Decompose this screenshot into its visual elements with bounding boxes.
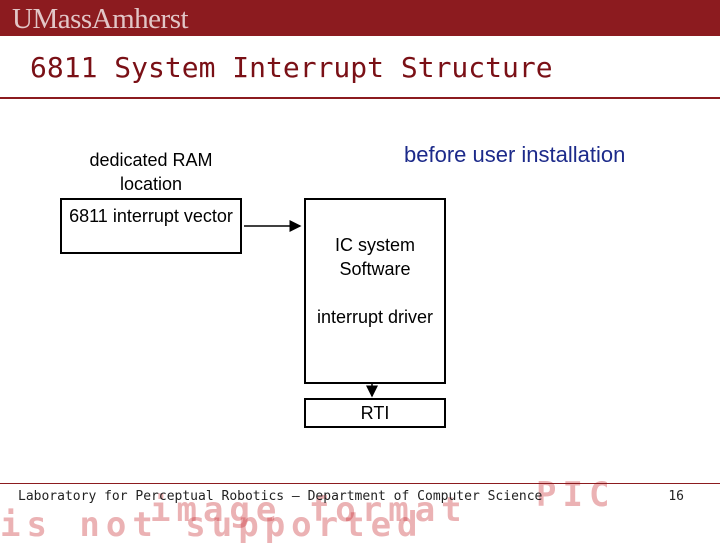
footer-text: Laboratory for Perceptual Robotics – Dep…	[18, 489, 543, 504]
interrupt-vector-box: 6811 interrupt vector	[60, 198, 242, 254]
header-banner: UMassAmherst	[0, 0, 720, 36]
watermark-line-1: image format	[150, 490, 468, 530]
watermark-line-2: is not supported	[0, 505, 424, 545]
ic-system-software-label: IC system Software	[334, 235, 415, 279]
watermark-fragment: PIC	[536, 475, 616, 515]
rti-box: RTI	[304, 398, 446, 428]
ic-system-software-box: IC system Software interrupt driver	[304, 198, 446, 384]
footer-divider	[0, 483, 720, 484]
interrupt-driver-label: interrupt driver	[316, 307, 434, 327]
page-number: 16	[668, 489, 684, 504]
umass-logo: UMassAmherst	[12, 3, 189, 35]
rti-label: RTI	[360, 403, 390, 423]
title-divider	[0, 97, 720, 99]
ram-location-label: dedicated RAM location	[89, 150, 213, 194]
slide-title: 6811 System Interrupt Structure	[30, 51, 553, 84]
interrupt-vector-label: 6811 interrupt vector	[69, 206, 233, 226]
installation-caption: before user installation	[404, 142, 626, 167]
